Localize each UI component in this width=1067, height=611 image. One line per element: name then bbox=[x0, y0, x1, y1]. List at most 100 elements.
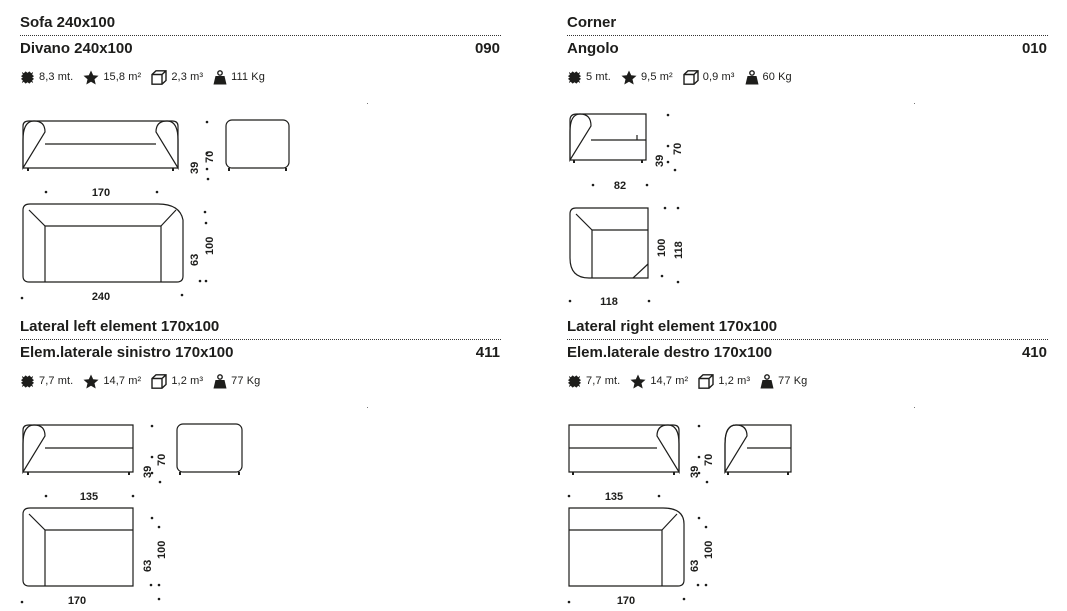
spec-area: 9,5 m² bbox=[621, 70, 673, 85]
leather-hide-icon bbox=[20, 374, 35, 388]
dotted-divider bbox=[20, 35, 501, 36]
title-it: Angolo bbox=[567, 40, 619, 57]
dim-dot bbox=[20, 600, 24, 604]
spec-weight: 77 Kg bbox=[213, 373, 260, 389]
front-width-label: 135 bbox=[80, 491, 98, 503]
spec-row: 7,7 mt. 14,7 m² 1,2 m³ 77 Kg bbox=[20, 372, 270, 390]
mark bbox=[367, 407, 368, 408]
weight-icon bbox=[745, 69, 759, 84]
spec-volume: 1,2 m³ bbox=[151, 373, 204, 389]
dim-dot bbox=[44, 190, 48, 194]
star-area-icon bbox=[83, 70, 99, 84]
star-area-icon bbox=[630, 374, 646, 388]
dotted-divider bbox=[567, 35, 1048, 36]
spec-area: 15,8 m² bbox=[83, 70, 141, 85]
spec-row: 8,3 mt. 15,8 m² 2,3 m³ 111 Kg bbox=[20, 68, 275, 86]
side-view bbox=[176, 423, 243, 475]
title-it: Elem.laterale sinistro 170x100 bbox=[20, 344, 234, 361]
side-view bbox=[225, 119, 290, 171]
top-view bbox=[569, 207, 649, 279]
height-dimension bbox=[150, 424, 162, 484]
leather-hide-icon bbox=[567, 374, 582, 388]
cube-volume-icon bbox=[683, 69, 699, 85]
spec-length: 7,7 mt. bbox=[20, 374, 73, 389]
product-card-corner: Corner Angolo 010 5 mt. 9,5 m² 0,9 m³ 60… bbox=[567, 12, 1048, 308]
height-label: 70 bbox=[156, 454, 168, 466]
width-label: 240 bbox=[92, 291, 110, 303]
title-en: Sofa 240x100 bbox=[20, 14, 116, 31]
dim-dot bbox=[567, 600, 571, 604]
mark bbox=[914, 103, 915, 104]
spec-volume: 2,3 m³ bbox=[151, 69, 203, 85]
title-it: Divano 240x100 bbox=[20, 40, 133, 57]
seat-depth-label: 63 bbox=[189, 254, 201, 266]
dim-dot bbox=[657, 494, 661, 498]
depth-label: 100 bbox=[703, 541, 715, 559]
dim-dot bbox=[682, 597, 686, 601]
dim-dot bbox=[44, 494, 48, 498]
cube-volume-icon bbox=[151, 373, 168, 389]
seat-height-label: 39 bbox=[142, 466, 154, 478]
spec-weight: 77 Kg bbox=[760, 373, 808, 389]
spec-row: 5 mt. 9,5 m² 0,9 m³ 60 Kg bbox=[567, 68, 802, 86]
spec-area-value: 14,7 m² bbox=[650, 375, 689, 387]
star-area-icon bbox=[621, 70, 637, 84]
spec-area-value: 15,8 m² bbox=[103, 71, 142, 83]
product-code: 410 bbox=[1021, 344, 1047, 361]
spec-length-value: 7,7 mt. bbox=[586, 375, 621, 387]
cube-volume-icon bbox=[698, 373, 715, 389]
spec-area: 14,7 m² bbox=[83, 374, 141, 389]
spec-volume-value: 1,2 m³ bbox=[171, 375, 204, 387]
width-label: 170 bbox=[617, 595, 635, 607]
dim-dot bbox=[647, 299, 651, 303]
depth-label: 100 bbox=[156, 541, 168, 559]
height-label: 70 bbox=[672, 143, 684, 155]
mark bbox=[367, 103, 368, 104]
width-label: 118 bbox=[600, 296, 618, 308]
dim-dot bbox=[568, 299, 572, 303]
spec-length: 5 mt. bbox=[567, 70, 611, 85]
dim-dot bbox=[567, 494, 571, 498]
depth-dimension bbox=[198, 210, 208, 283]
product-card-lateral-left: Lateral left element 170x100 Elem.latera… bbox=[20, 316, 501, 607]
depth-dimension bbox=[660, 206, 680, 284]
front-view bbox=[22, 120, 179, 171]
spec-area-value: 14,7 m² bbox=[103, 375, 142, 387]
title-en: Lateral left element 170x100 bbox=[20, 318, 220, 335]
dim-dot bbox=[645, 183, 649, 187]
spec-volume-value: 1,2 m³ bbox=[718, 375, 751, 387]
spec-weight-value: 111 Kg bbox=[231, 71, 265, 83]
spec-weight-value: 60 Kg bbox=[762, 71, 792, 83]
height-dimension bbox=[697, 424, 709, 484]
seat-height-label: 39 bbox=[654, 155, 666, 167]
product-code: 090 bbox=[474, 40, 500, 57]
height-label: 70 bbox=[204, 151, 216, 163]
technical-drawing: 39 70 82 100 118 118 bbox=[568, 113, 685, 308]
dim-dot bbox=[157, 597, 161, 601]
spec-volume: 0,9 m³ bbox=[683, 69, 735, 85]
spec-length-value: 5 mt. bbox=[586, 71, 611, 83]
spec-row: 7,7 mt. 14,7 m² 1,2 m³ 77 Kg bbox=[567, 372, 817, 390]
spec-length: 8,3 mt. bbox=[20, 70, 73, 85]
front-width-label: 170 bbox=[92, 187, 110, 199]
spec-length-value: 7,7 mt. bbox=[39, 375, 74, 387]
depth-label: 100 bbox=[204, 237, 216, 255]
front-view bbox=[22, 424, 134, 475]
side-view bbox=[724, 424, 792, 475]
product-card-sofa: Sofa 240x100 Divano 240x100 090 8,3 mt. … bbox=[20, 12, 501, 303]
star-area-icon bbox=[83, 374, 99, 388]
technical-drawing: 39 70 135 63 100 170 bbox=[20, 423, 243, 607]
seat-height-label: 39 bbox=[689, 466, 701, 478]
product-code: 010 bbox=[1021, 40, 1047, 57]
title-en: Lateral right element 170x100 bbox=[567, 318, 778, 335]
product-card-lateral-right: Lateral right element 170x100 Elem.later… bbox=[567, 316, 1048, 607]
top-view bbox=[22, 507, 134, 587]
depth-dimension bbox=[149, 516, 161, 587]
spec-volume: 1,2 m³ bbox=[698, 373, 751, 389]
dim-dot bbox=[20, 296, 24, 300]
front-view bbox=[568, 424, 680, 475]
seat-depth-label: 63 bbox=[689, 560, 701, 572]
spec-weight-value: 77 Kg bbox=[778, 375, 808, 387]
height-dimension bbox=[666, 113, 677, 172]
product-code: 411 bbox=[475, 344, 500, 361]
